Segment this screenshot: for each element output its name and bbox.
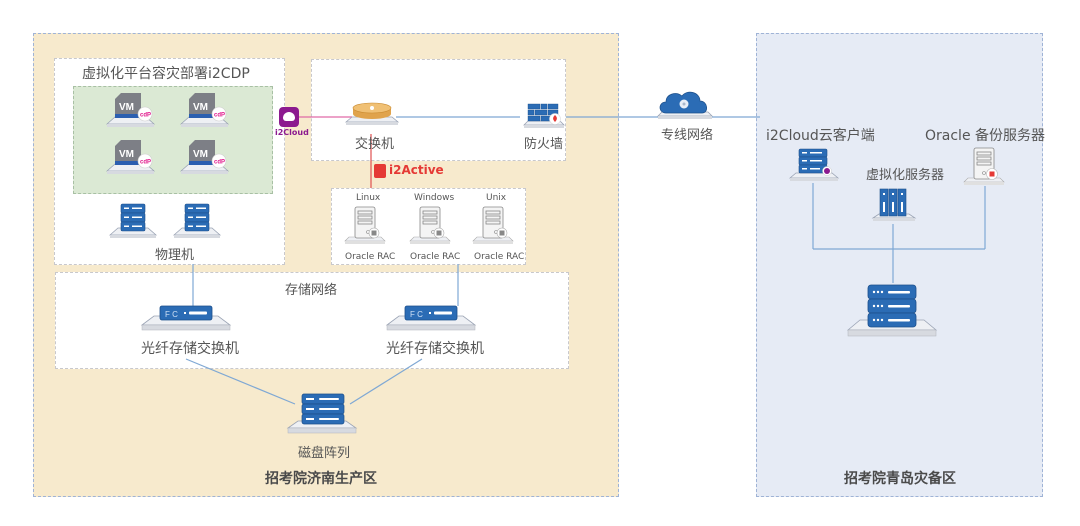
i2cloud-badge-icon[interactable]	[279, 107, 299, 127]
oracle-node-label: Oracle RAC	[345, 252, 396, 262]
i2cloud-client-server-icon[interactable]	[788, 146, 840, 184]
svg-text:VM: VM	[193, 102, 208, 113]
physical-machine-label: 物理机	[155, 248, 195, 263]
svg-text:F C: F C	[410, 310, 423, 319]
disk-array-label: 磁盘阵列	[298, 446, 351, 461]
fc-switch-icon[interactable]: F C	[140, 302, 232, 336]
oracle-backup-label: Oracle 备份服务器	[925, 128, 1046, 144]
disk-array-icon[interactable]	[286, 390, 358, 440]
vm-icon[interactable]: VM cdP	[103, 89, 158, 129]
storage-network-group	[55, 272, 569, 369]
vm-icon[interactable]: VM cdP	[103, 136, 158, 176]
oracle-server-icon[interactable]	[408, 205, 452, 247]
production-zone-title: 招考院济南生产区	[265, 471, 377, 487]
vm-icon[interactable]: VM cdP	[177, 89, 232, 129]
dr-storage-server-icon[interactable]	[846, 282, 938, 344]
physical-server-icon[interactable]	[172, 201, 222, 241]
oracle-server-icon[interactable]	[343, 205, 387, 247]
virtualization-title: 虚拟化平台容灾部署i2CDP	[82, 66, 250, 82]
vm-icon[interactable]: VM cdP	[177, 136, 232, 176]
oracle-node-label: Oracle RAC	[474, 252, 525, 262]
i2cloud-badge-label: i2Cloud	[275, 128, 309, 137]
dr-zone-title: 招考院青岛灾备区	[844, 471, 956, 487]
virtual-server-icon[interactable]	[871, 186, 917, 224]
link-fc-left-disk	[185, 358, 296, 405]
oracle-server-icon[interactable]	[471, 205, 515, 247]
firewall-icon[interactable]	[522, 100, 566, 132]
oracle-node-os: Windows	[414, 193, 455, 203]
link-fc-right-disk	[349, 358, 423, 405]
virtual-server-label: 虚拟化服务器	[866, 168, 945, 183]
svg-text:VM: VM	[119, 102, 134, 113]
fc-switch-icon[interactable]: F C	[385, 302, 477, 336]
svg-text:cdP: cdP	[140, 113, 151, 119]
storage-network-title: 存储网络	[285, 283, 338, 298]
switch-icon[interactable]	[344, 100, 400, 130]
firewall-label: 防火墙	[524, 137, 564, 152]
oracle-backup-server-icon[interactable]	[962, 146, 1008, 188]
vm-group	[73, 86, 273, 194]
fc-switch-label: 光纤存储交换机	[141, 341, 239, 357]
oracle-node-label: Oracle RAC	[410, 252, 461, 262]
svg-text:cdP: cdP	[140, 160, 151, 166]
i2active-badge-icon[interactable]	[374, 164, 386, 178]
svg-text:cdP: cdP	[214, 113, 225, 119]
svg-text:cdP: cdP	[214, 160, 225, 166]
fc-switch-label: 光纤存储交换机	[386, 341, 484, 357]
oracle-node-os: Unix	[486, 193, 507, 203]
oracle-node-os: Linux	[356, 193, 381, 203]
switch-label: 交换机	[355, 137, 395, 152]
svg-text:F C: F C	[165, 310, 178, 319]
wan-label: 专线网络	[661, 128, 714, 143]
svg-text:VM: VM	[119, 149, 134, 160]
i2cloud-client-label: i2Cloud云客户端	[766, 128, 875, 144]
physical-server-icon[interactable]	[108, 201, 158, 241]
svg-text:VM: VM	[193, 149, 208, 160]
i2active-badge-label: i2Active	[389, 163, 444, 177]
disaster-recovery-zone	[756, 33, 1043, 497]
cloud-network-icon[interactable]	[654, 88, 716, 122]
